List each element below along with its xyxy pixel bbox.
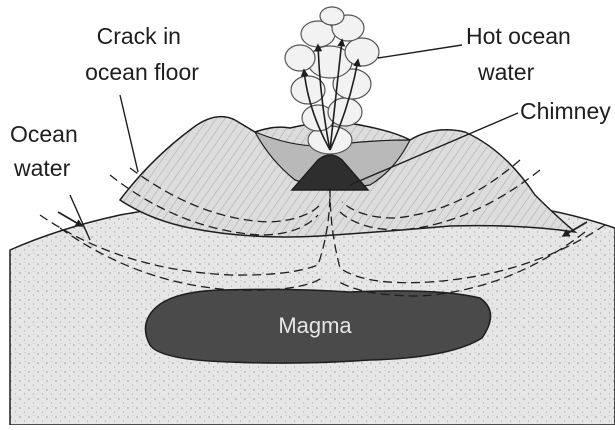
crack-label: Crack in ocean floor [85,23,199,85]
ocean-water-label: Ocean water [10,121,84,181]
hot-water-label: Hot ocean water [466,23,577,85]
chimney-label: Chimney [520,98,611,124]
magma-label: Magma [278,313,352,338]
